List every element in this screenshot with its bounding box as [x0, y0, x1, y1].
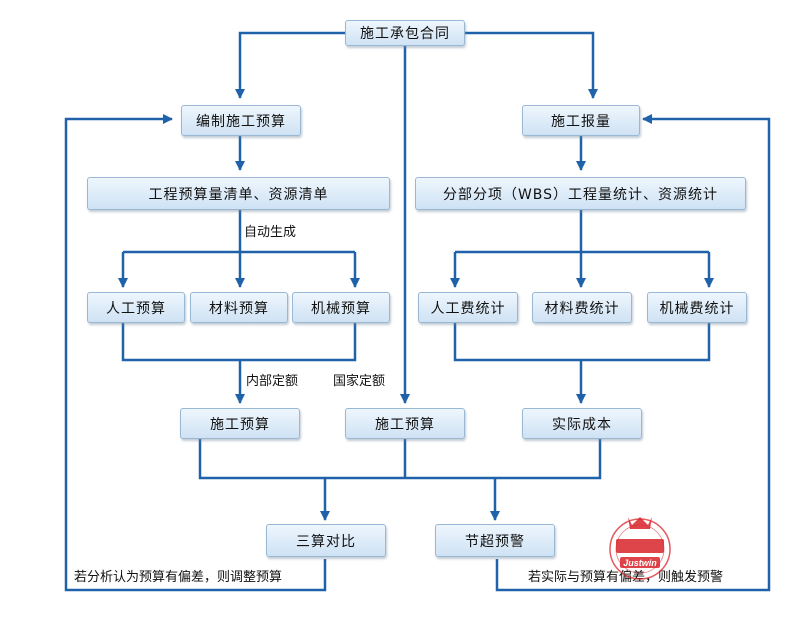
label-internal-quota: 内部定额 — [246, 374, 299, 389]
node-machinery-budget: 机械预算 — [292, 292, 390, 323]
arrow-feedback-adjust — [64, 114, 327, 592]
node-machinery-cost-stats: 机械费统计 — [647, 292, 747, 323]
node-quantity-list: 工程预算量清单、资源清单 — [87, 177, 390, 210]
node-labor-budget: 人工预算 — [87, 292, 185, 323]
line-bottom-merge — [198, 439, 602, 480]
line-left-merge — [121, 323, 357, 362]
label-national-quota: 国家定额 — [333, 374, 386, 389]
node-overrun-warning: 节超预警 — [435, 524, 555, 557]
label-auto-generate: 自动生成 — [244, 225, 297, 240]
brand-stamp-logo: Justwin — [609, 517, 671, 580]
node-material-cost-stats: 材料费统计 — [532, 292, 632, 323]
stamp-text: Justwin — [623, 558, 657, 568]
label-adjust-note: 若分析认为预算有偏差，则调整预算 — [74, 570, 283, 585]
node-prepare-budget: 编制施工预算 — [181, 105, 301, 136]
node-actual-cost: 实际成本 — [522, 408, 642, 439]
node-construction-report: 施工报量 — [522, 105, 640, 136]
node-contract: 施工承包合同 — [345, 20, 465, 46]
node-labor-cost-stats: 人工费统计 — [418, 292, 518, 323]
line-right-merge — [453, 323, 711, 362]
label-warning-note: 若实际与预算有偏差，则触发预警 — [528, 570, 724, 585]
node-material-budget: 材料预算 — [190, 292, 288, 323]
arrow-contract-to-prepare-budget — [235, 31, 345, 99]
node-three-budget-compare: 三算对比 — [266, 524, 386, 557]
node-construction-budget: 施工预算 — [180, 408, 300, 439]
node-wbs-stats: 分部分项（WBS）工程量统计、资源统计 — [415, 177, 746, 210]
arrow-feedback-warning — [495, 114, 771, 592]
node-construction-budget-2: 施工预算 — [345, 408, 465, 439]
arrow-contract-to-report — [465, 31, 598, 99]
